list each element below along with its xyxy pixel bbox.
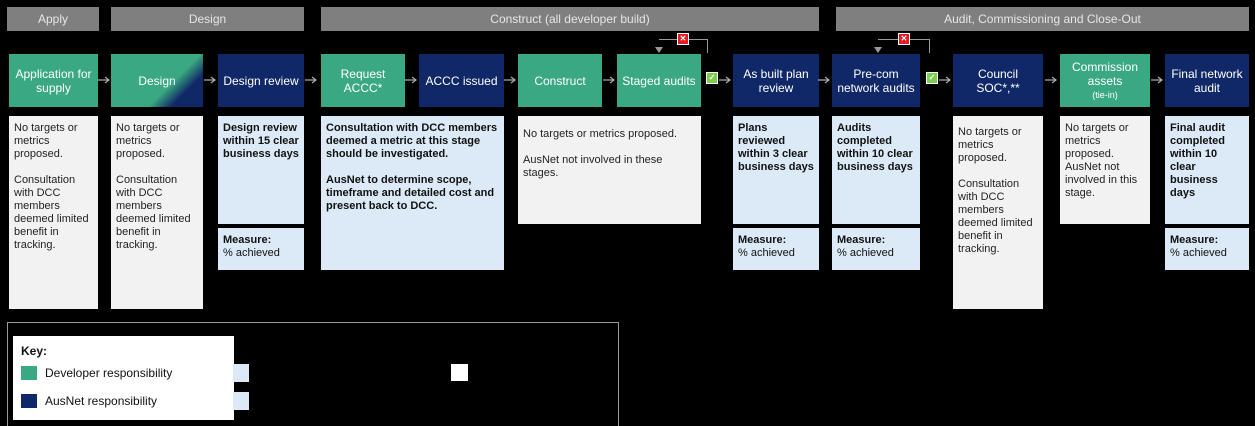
arrow-right-icon [405, 76, 417, 84]
card-design-review: Design review within 15 clear business d… [218, 116, 304, 224]
measure-value: % achieved [837, 247, 894, 259]
card-accc: Consultation with DCC members deemed a m… [321, 116, 504, 270]
arrow-right-icon [719, 76, 731, 84]
pass-check-icon: ✓ [926, 72, 938, 84]
loop-arrow-icon [874, 47, 882, 53]
measure-label: Measure: [738, 234, 787, 246]
pass-check-icon: ✓ [706, 72, 718, 84]
step-commission-title: Commission assets [1071, 59, 1138, 88]
measure-value: % achieved [1170, 247, 1227, 259]
step-design: Design [111, 54, 203, 107]
measure-value: % achieved [738, 247, 795, 259]
step-precom: Pre-com network audits [832, 54, 920, 107]
card-commission: No targets or metrics proposed. AusNet n… [1060, 116, 1150, 224]
loop-arrow-icon [655, 47, 663, 53]
arrow-right-icon [818, 76, 830, 84]
step-request-accc: Request ACCC* [321, 54, 405, 107]
phase-design: Design [111, 7, 304, 31]
step-commission: Commission assets (tie-in) [1060, 54, 1150, 107]
card-as-built-measure: Measure: % achieved [733, 228, 819, 270]
step-construct: Construct [518, 54, 602, 107]
card-final-audit: Final audit completed within 10 clear bu… [1165, 116, 1249, 224]
arrow-right-icon [1151, 76, 1163, 84]
arrow-right-icon [603, 76, 615, 84]
measure-label: Measure: [1170, 234, 1219, 246]
measure-value: % achieved [223, 247, 280, 259]
card-design-review-measure: Measure: % achieved [218, 228, 304, 270]
measure-label: Measure: [223, 234, 272, 246]
phase-apply: Apply [7, 7, 99, 31]
arrow-right-icon [504, 76, 516, 84]
card-design: No targets or metrics proposed. Consulta… [111, 116, 203, 309]
step-commission-sub: (tie-in) [1092, 89, 1118, 100]
step-final-audit: Final network audit [1165, 54, 1249, 107]
card-precom: Audits completed within 10 clear busines… [832, 116, 920, 224]
arrow-right-icon [1045, 76, 1057, 84]
card-precom-measure: Measure: % achieved [832, 228, 920, 270]
key-title: Key: [21, 344, 48, 358]
arrow-right-icon [204, 76, 216, 84]
card-application: No targets or metrics proposed. Consulta… [9, 116, 98, 309]
key-developer-label: Developer responsibility [45, 366, 173, 380]
card-construct: No targets or metrics proposed. AusNet n… [518, 116, 701, 224]
fail-cross-icon: ✕ [677, 33, 689, 45]
arrow-right-icon [305, 76, 317, 84]
white-swatch [451, 364, 468, 381]
step-as-built: As built plan review [733, 54, 819, 107]
arrow-right-icon [98, 76, 110, 84]
arrow-right-icon [939, 76, 951, 84]
phase-audit: Audit, Commissioning and Close-Out [836, 7, 1249, 31]
developer-swatch [21, 366, 37, 380]
step-application: Application for supply [9, 54, 98, 107]
light-blue-swatch [233, 392, 249, 410]
step-council-soc: Council SOC*,** [953, 54, 1043, 107]
phase-construct: Construct (all developer build) [321, 7, 819, 31]
key-ausnet-label: AusNet responsibility [45, 394, 158, 408]
card-council: No targets or metrics proposed. Consulta… [953, 116, 1043, 309]
measure-label: Measure: [837, 234, 886, 246]
ausnet-swatch [21, 394, 37, 408]
fail-cross-icon: ✕ [898, 33, 910, 45]
step-accc-issued: ACCC issued [419, 54, 504, 107]
step-design-review: Design review [218, 54, 304, 107]
key-box: Key: Developer responsibility AusNet res… [13, 336, 234, 420]
step-staged-audits: Staged audits [617, 54, 701, 107]
card-final-audit-measure: Measure: % achieved [1165, 228, 1249, 270]
light-blue-swatch [233, 364, 249, 382]
card-as-built: Plans reviewed within 3 clear business d… [733, 116, 819, 224]
key-frame [7, 322, 619, 426]
